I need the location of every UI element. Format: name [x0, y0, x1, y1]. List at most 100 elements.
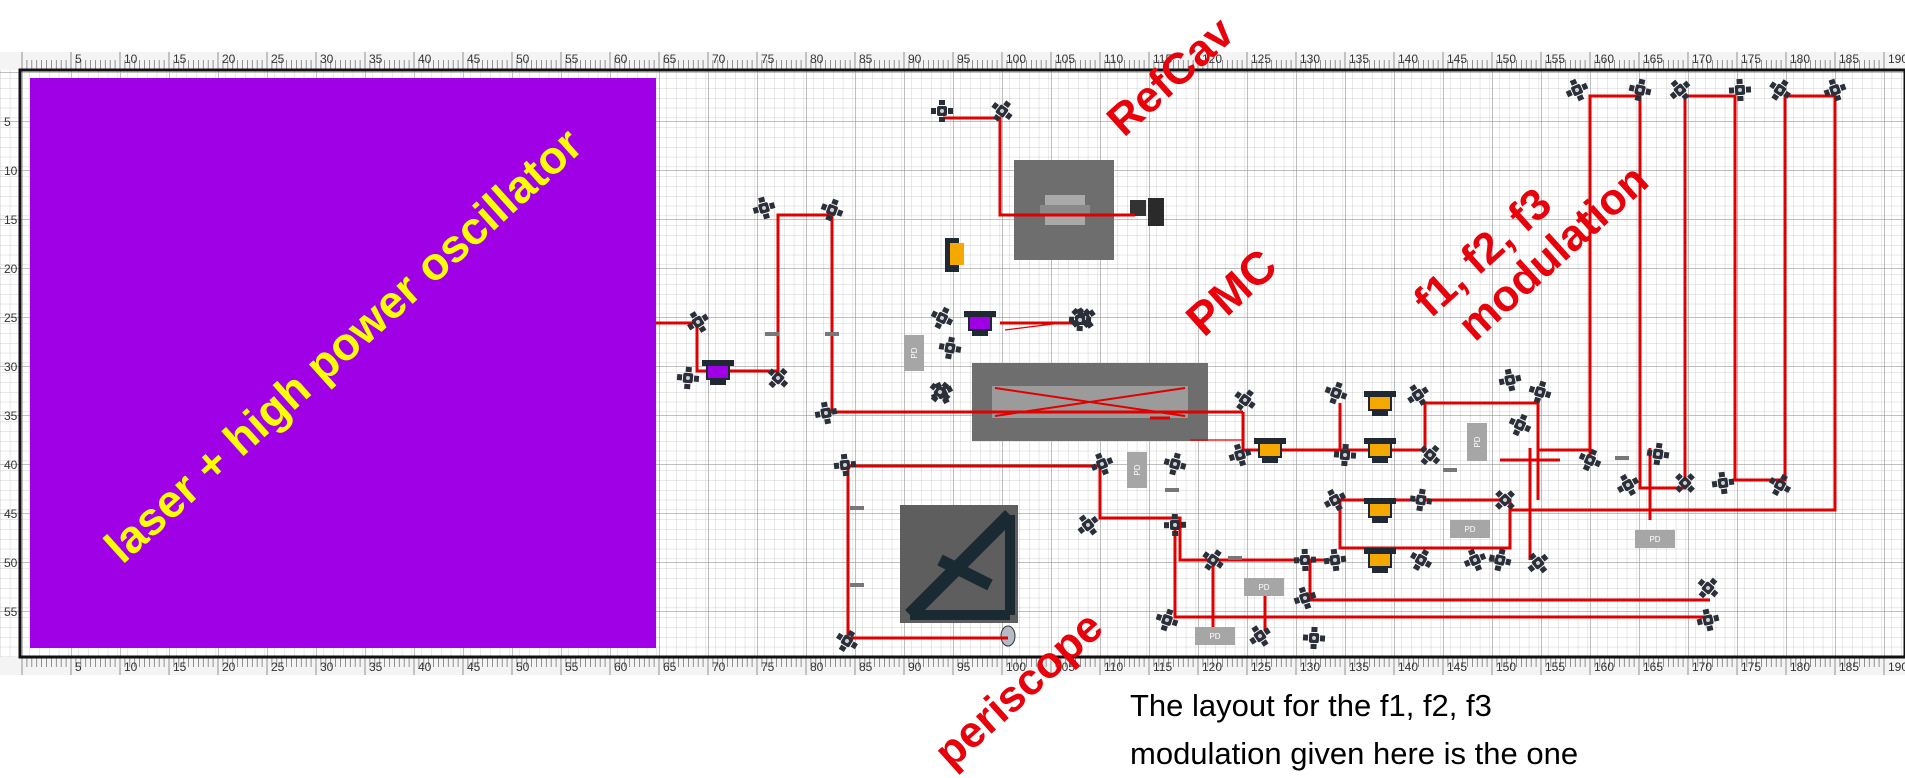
top-ruler-tick: 65: [663, 52, 677, 66]
lens: [1615, 456, 1629, 460]
bottom-ruler-tick: 75: [761, 660, 775, 674]
modulators: [702, 238, 1629, 587]
beam-path: [656, 94, 1837, 640]
photodiode: PD: [1127, 452, 1147, 488]
left-ruler-tick: 55: [4, 605, 18, 619]
photodiode-label: PD: [1649, 535, 1660, 544]
side-eom: [945, 238, 964, 272]
top-ruler-tick: 175: [1741, 52, 1761, 66]
top-ruler-tick: 50: [516, 52, 530, 66]
bottom-ruler-tick: 85: [859, 660, 873, 674]
bottom-ruler-tick: 80: [810, 660, 824, 674]
left-ruler-tick: 40: [4, 458, 18, 472]
top-ruler-tick: 185: [1839, 52, 1859, 66]
beam-segment: [848, 464, 1710, 602]
eom-modulator: [1364, 498, 1396, 523]
lens: [1228, 556, 1242, 560]
top-ruler-tick: 165: [1643, 52, 1663, 66]
periscope-block: [900, 505, 1018, 647]
bottom-ruler-tick: 185: [1839, 660, 1859, 674]
top-ruler-tick: 45: [467, 52, 481, 66]
eom-modulator: [1254, 438, 1286, 463]
top-ruler-tick: 85: [859, 52, 873, 66]
left-ruler-tick: 5: [4, 115, 11, 129]
bottom-ruler-tick: 65: [663, 660, 677, 674]
bottom-ruler-tick: 135: [1349, 660, 1369, 674]
bottom-ruler-tick: 190: [1888, 660, 1905, 674]
bottom-ruler-tick: 150: [1496, 660, 1516, 674]
top-ruler-tick: 20: [222, 52, 236, 66]
top-ruler-tick: 160: [1594, 52, 1614, 66]
top-ruler-tick: 190: [1888, 52, 1905, 66]
laser-block: [30, 78, 656, 648]
top-ruler-tick: 25: [271, 52, 285, 66]
top-ruler-tick: 170: [1692, 52, 1712, 66]
lens: [1443, 468, 1457, 472]
photodiode-label: PD: [1473, 436, 1482, 447]
bottom-ruler-tick: 35: [369, 660, 383, 674]
beam-segment: [656, 213, 1243, 414]
top-ruler-tick: 135: [1349, 52, 1369, 66]
bottom-ruler-tick: 25: [271, 660, 285, 674]
bottom-ruler-tick: 170: [1692, 660, 1712, 674]
photodiode: PD: [1467, 423, 1487, 461]
top-ruler-tick: 75: [761, 52, 775, 66]
top-ruler-tick: 110: [1104, 52, 1123, 66]
bottom-ruler-tick: 95: [957, 660, 971, 674]
refcav-block: [1014, 160, 1164, 260]
eom-modulator: [964, 311, 996, 336]
bottom-ruler-tick: 60: [614, 660, 628, 674]
beam-segment: [1173, 520, 1710, 619]
bottom-ruler-tick: 155: [1545, 660, 1565, 674]
bottom-ruler-tick: 100: [1006, 660, 1026, 674]
bottom-ruler-tick: 180: [1790, 660, 1810, 674]
top-ruler-tick: 180: [1790, 52, 1810, 66]
bottom-ruler-tick: 90: [908, 660, 922, 674]
bottom-ruler-tick: 40: [418, 660, 432, 674]
lens: [850, 583, 864, 587]
left-ruler-tick: 20: [4, 262, 18, 276]
top-ruler-tick: 100: [1006, 52, 1026, 66]
bottom-ruler-tick: 115: [1153, 660, 1172, 674]
bottom-ruler-tick: 30: [320, 660, 334, 674]
left-ruler-tick: 15: [4, 213, 18, 227]
note-line1: The layout for the f1, f2, f3: [1130, 688, 1492, 723]
photodiode-label: PD: [1209, 632, 1220, 641]
photodiodes: PD PD PD PD PD PD PD: [904, 335, 1675, 645]
bottom-ruler-tick: 140: [1398, 660, 1418, 674]
bottom-ruler-tick: 10: [124, 660, 138, 674]
bottom-ruler-tick: 120: [1202, 660, 1222, 674]
bottom-ruler-tick: 130: [1300, 660, 1320, 674]
photodiode: PD: [1450, 520, 1490, 538]
photodiode: PD: [1244, 578, 1284, 596]
top-ruler-tick: 130: [1300, 52, 1320, 66]
left-ruler-tick: 10: [4, 164, 18, 178]
photodiode: PD: [1195, 627, 1235, 645]
top-ruler-tick: 120: [1202, 52, 1222, 66]
left-ruler-tick: 25: [4, 311, 18, 325]
beam-segment: [943, 116, 1135, 217]
top-ruler-tick: 105: [1055, 52, 1075, 66]
bottom-ruler-tick: 45: [467, 660, 481, 674]
bottom-ruler-tick: 15: [173, 660, 187, 674]
left-ruler-tick: 50: [4, 556, 18, 570]
top-ruler-tick: 115: [1153, 52, 1172, 66]
top-ruler-tick: 70: [712, 52, 726, 66]
pmc-block: [972, 363, 1208, 441]
bottom-ruler-tick: 165: [1643, 660, 1663, 674]
bottom-ruler-tick: 105: [1055, 660, 1075, 674]
photodiode: PD: [904, 335, 924, 371]
beam-segment: [1510, 94, 1837, 512]
left-ruler-tick: 45: [4, 507, 18, 521]
eom-modulator: [1364, 438, 1396, 463]
lens: [825, 332, 839, 336]
lens: [850, 506, 864, 510]
top-ruler-tick: 90: [908, 52, 922, 66]
top-ruler-tick: 30: [320, 52, 334, 66]
top-ruler-tick: 140: [1398, 52, 1418, 66]
bottom-ruler-tick: 110: [1104, 660, 1123, 674]
bottom-ruler-tick: 50: [516, 660, 530, 674]
